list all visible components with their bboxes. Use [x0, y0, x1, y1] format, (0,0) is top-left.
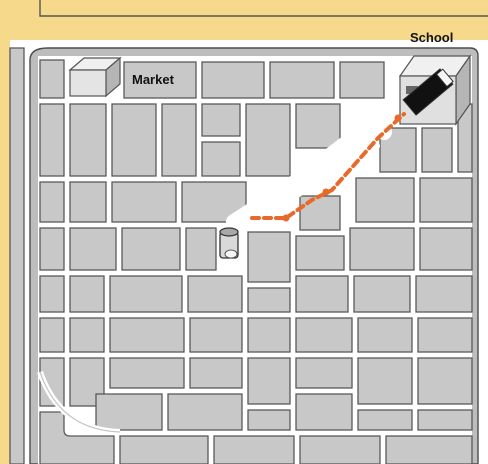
market-building-icon: [68, 56, 122, 98]
left-edge-block: [9, 47, 25, 464]
market-block: [123, 61, 197, 99]
block: [385, 435, 473, 464]
block: [119, 435, 209, 464]
block: [295, 235, 345, 271]
block: [247, 357, 291, 405]
previous-panel-edge: [39, 0, 488, 17]
block: [421, 127, 453, 173]
block: [69, 275, 105, 313]
block: [269, 61, 335, 99]
trash-can-icon: [219, 227, 239, 259]
diagonal-avenue: [226, 120, 392, 230]
block: [213, 435, 295, 464]
block: [39, 411, 115, 464]
block: [161, 103, 197, 177]
block: [109, 317, 185, 353]
block: [189, 357, 243, 389]
block: [417, 357, 473, 405]
block: [295, 275, 349, 313]
block: [69, 317, 105, 353]
block: [357, 357, 413, 405]
block: [419, 177, 473, 223]
block: [95, 393, 163, 431]
block: [121, 227, 181, 271]
block: [39, 181, 65, 223]
route-waypoint: [394, 114, 402, 122]
route-waypoint: [322, 188, 330, 196]
block: [349, 227, 415, 271]
block: [201, 141, 241, 177]
block: [299, 435, 381, 464]
block: [187, 275, 243, 313]
block: [295, 317, 353, 353]
block: [355, 177, 415, 223]
block: [417, 409, 473, 431]
block: [247, 317, 291, 353]
block: [111, 103, 157, 177]
block: [167, 393, 243, 431]
route-waypoint: [282, 214, 290, 222]
block: [295, 393, 353, 431]
school-label: School: [410, 30, 453, 45]
block: [415, 275, 473, 313]
top-margin: [0, 0, 488, 26]
block: [201, 103, 241, 137]
city-blocks: [39, 59, 473, 464]
route-path: [250, 112, 406, 220]
block: [201, 61, 265, 99]
block: [247, 287, 291, 313]
curved-street: [37, 371, 121, 435]
block: [189, 317, 243, 353]
block: [245, 103, 291, 177]
block: [39, 103, 65, 177]
block: [295, 357, 353, 389]
block: [357, 317, 413, 353]
market-label: Market: [132, 72, 175, 87]
block: [39, 227, 65, 271]
block: [69, 181, 107, 223]
block: [69, 227, 117, 271]
block: [299, 195, 341, 231]
block: [295, 103, 341, 149]
block: [185, 227, 217, 271]
block: [39, 59, 65, 99]
block: [247, 231, 291, 283]
block: [339, 61, 385, 99]
block: [109, 357, 185, 389]
school-bus-icon: [402, 68, 454, 116]
block: [357, 409, 413, 431]
block: [39, 275, 65, 313]
block: [247, 409, 291, 431]
block: [419, 227, 473, 271]
block: [353, 275, 411, 313]
block: [39, 317, 65, 353]
block: [109, 275, 183, 313]
block: [69, 103, 107, 177]
block: [417, 317, 473, 353]
block: [111, 181, 177, 223]
